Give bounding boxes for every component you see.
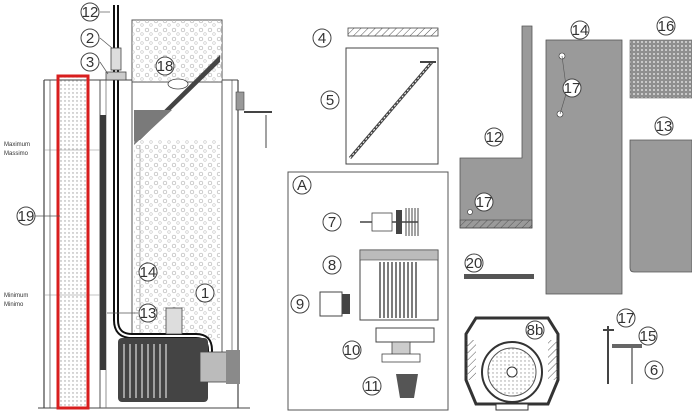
callout-5: 5 [326, 92, 334, 109]
callout-17-c: 17 [618, 310, 635, 327]
callout-8: 8 [328, 257, 336, 274]
group-a-label: A [297, 177, 307, 194]
callout-18: 18 [157, 58, 174, 75]
callout-17-b: 17 [564, 80, 581, 97]
callout-12-right: 12 [486, 129, 503, 146]
rod-20: 20 [464, 253, 534, 279]
sponge-19-fill [58, 76, 88, 408]
level-min-en: Minimum [4, 293, 28, 299]
callout-19: 19 [18, 208, 35, 225]
highlight-box-19 [56, 74, 90, 410]
callout-10: 10 [344, 342, 361, 359]
plate-14: 14 17 [545, 20, 623, 295]
plate-13: 13 [629, 116, 692, 273]
callout-12-left: 12 [82, 4, 99, 21]
callout-11: 11 [364, 378, 380, 395]
lid-and-cup: 4 5 [312, 27, 439, 165]
callout-13-right: 13 [656, 118, 673, 135]
callout-1: 1 [201, 285, 209, 302]
callout-13-left: 13 [140, 305, 157, 322]
callout-20: 20 [466, 255, 483, 272]
callout-15: 15 [640, 328, 657, 345]
callout-2: 2 [86, 30, 94, 47]
left-callouts: 12 2 3 18 19 14 1 13 Maximum Massimo Min… [4, 2, 215, 323]
callout-16: 16 [658, 18, 675, 35]
callout-6: 6 [650, 362, 658, 379]
callout-7: 7 [328, 214, 336, 231]
callout-14-left: 14 [140, 264, 157, 281]
level-max-en: Maximum [4, 142, 30, 148]
sponge-16: 16 [629, 16, 692, 99]
callout-8b: 8b [527, 322, 544, 339]
callout-9: 9 [296, 296, 304, 313]
group-a-box: A 7 8 9 10 [287, 171, 449, 411]
bracket-15: 17 15 6 [603, 308, 664, 384]
level-max-it: Massimo [4, 151, 29, 157]
assembled-skimmer [38, 5, 272, 410]
pump-front-8b: 8b [464, 316, 560, 411]
level-min-it: Minimo [4, 302, 24, 308]
callout-17-a: 17 [476, 194, 493, 211]
callout-3: 3 [86, 54, 94, 71]
l-plate-12: 12 17 [459, 25, 533, 229]
callout-14-right: 14 [572, 22, 589, 39]
callout-4: 4 [318, 30, 326, 47]
